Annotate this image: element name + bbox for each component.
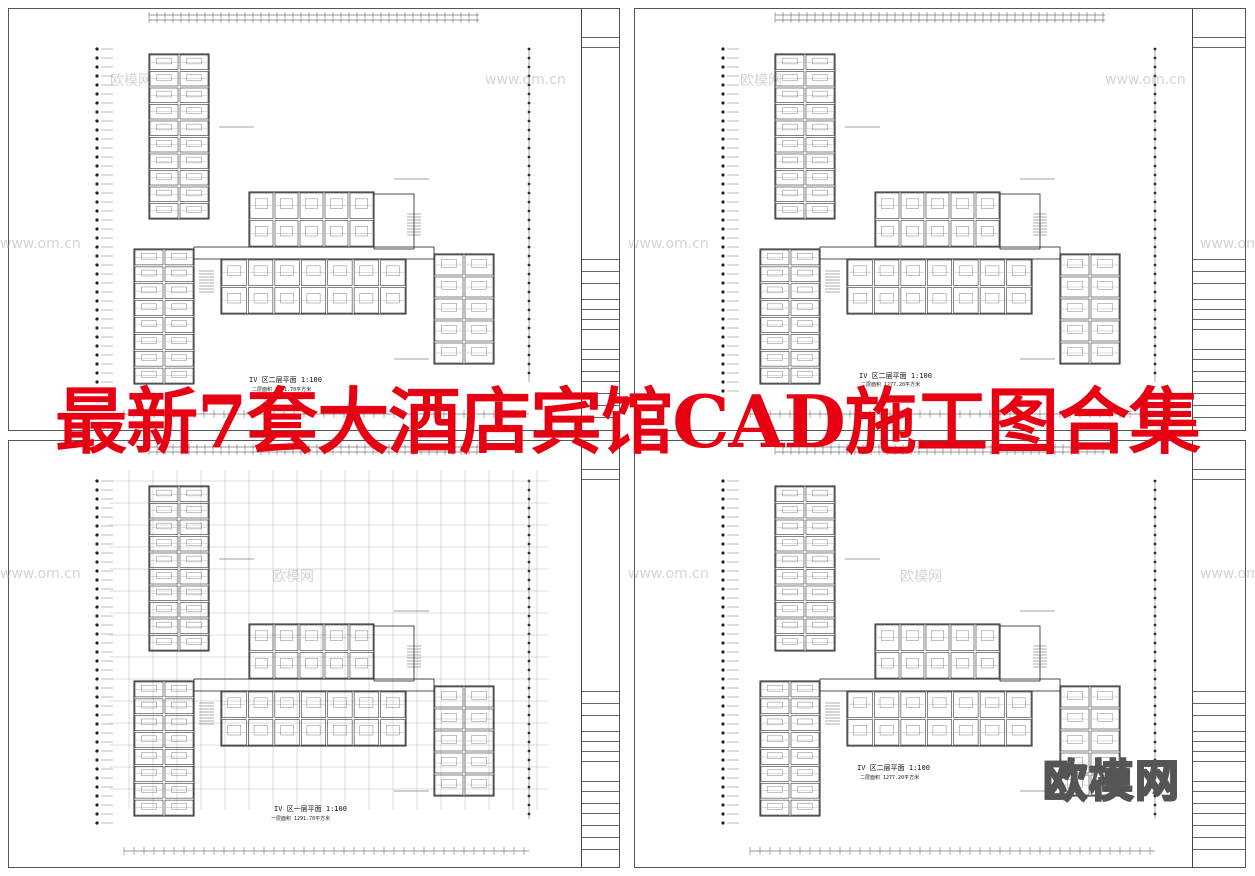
plan-area: 二层面积 1277.20平方米	[861, 382, 921, 388]
watermark-text: www.om.cn	[628, 236, 709, 252]
title-block	[581, 441, 619, 867]
floor-plan-drawing	[721, 12, 1157, 418]
drawing-sheet-2: IV 区二层平面 1:100 二层面积 1277.20平方米	[634, 8, 1246, 431]
title-block	[1192, 441, 1245, 867]
drawing-sheet-1: IV 区二层平面 1:100 二层面积 1291.70平方米	[8, 8, 620, 431]
plan-area: 二层面积 1291.70平方米	[252, 387, 312, 393]
watermark-text: www.om.cn	[0, 236, 81, 252]
plan-title: IV 区一层平面 1:100	[274, 805, 347, 813]
watermark-text: www.om.cn	[0, 566, 81, 582]
watermark-text: www.om.cn	[1200, 236, 1255, 252]
watermark-logo: 欧模网	[110, 73, 152, 89]
plan-title: IV 区二层平面 1:100	[859, 372, 932, 380]
drawing-sheet-3: IV 区一层平面 1:100 一层面积 1291.70平方米	[8, 440, 620, 868]
watermark-text: www.om.cn	[1105, 72, 1186, 88]
title-block	[1192, 9, 1245, 430]
watermark-logo: 欧模网	[740, 73, 782, 89]
drawing-sheet-4: IV 区二层平面 1:100 二层面积 1277.20平方米	[634, 440, 1246, 868]
floor-plan-drawing	[95, 12, 531, 418]
watermark-logo: 欧模网	[900, 569, 942, 585]
title-block	[581, 9, 619, 430]
floor-plan-drawing	[95, 444, 549, 855]
watermark-text: www.om.cn	[628, 566, 709, 582]
plan-title: IV 区二层平面 1:100	[249, 376, 322, 384]
brand-logo: 欧模网	[1042, 755, 1181, 808]
watermark-logo: 欧模网	[272, 569, 314, 585]
promo-banner-title: 最新7套大酒店宾馆CAD施工图合集	[55, 379, 1201, 464]
plan-area: 一层面积 1291.70平方米	[271, 816, 331, 822]
floor-plan-drawing	[721, 444, 1157, 855]
watermark-text: www.om.cn	[1200, 566, 1255, 582]
plan-area: 二层面积 1277.20平方米	[860, 775, 920, 781]
watermark-text: www.om.cn	[485, 72, 566, 88]
plan-title: IV 区二层平面 1:100	[857, 764, 930, 772]
